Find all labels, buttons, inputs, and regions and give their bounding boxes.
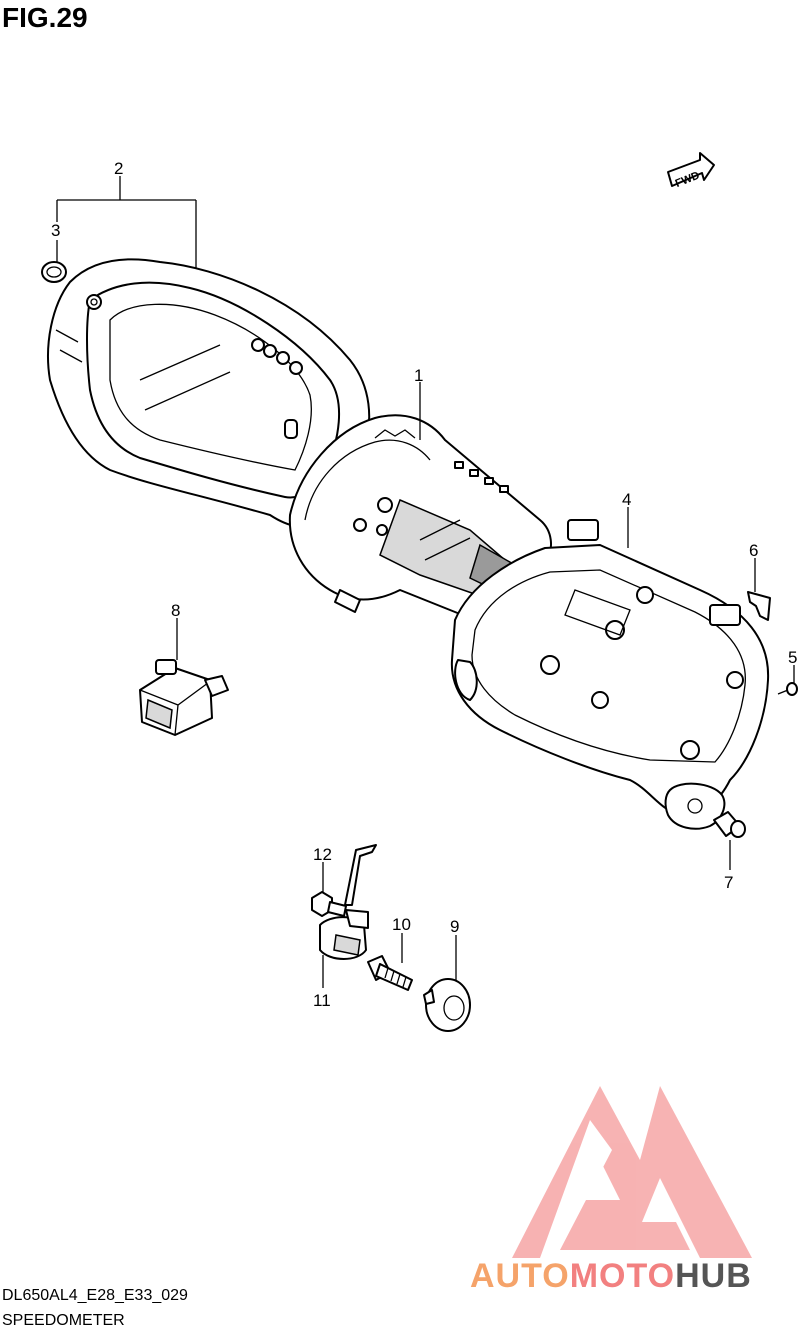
callout-5: 5	[788, 648, 797, 667]
part-12-bolt	[311, 891, 347, 917]
part-8-connector	[139, 659, 229, 736]
part-4-lower-case	[450, 519, 770, 830]
callout-3: 3	[51, 221, 60, 240]
callout-7: 7	[724, 873, 733, 892]
diagram-code: DL650AL4_E28_E33_029	[2, 1287, 188, 1304]
part-10-bolt	[367, 955, 413, 991]
callout-4: 4	[622, 490, 631, 509]
callout-11: 11	[313, 991, 331, 1010]
diagram-name: SPEEDOMETER	[2, 1312, 125, 1329]
callout-10: 10	[392, 915, 411, 934]
part-5-screw	[777, 682, 798, 696]
part-3-cap	[41, 261, 67, 283]
leader-lines	[56, 176, 795, 988]
figure-title: FIG.29	[2, 2, 88, 33]
callout-12: 12	[313, 845, 332, 864]
watermark-text: AUTOMOTOHUB	[470, 1257, 752, 1296]
watermark-moto: MOTO	[569, 1257, 676, 1295]
watermark-auto: AUTO	[470, 1257, 570, 1295]
callout-2: 2	[114, 159, 123, 178]
fwd-arrow-icon: FWD	[667, 152, 715, 190]
part-6-clip	[747, 591, 771, 621]
callout-8: 8	[171, 601, 180, 620]
callout-1: 1	[414, 366, 423, 385]
watermark-logo	[512, 1086, 752, 1258]
part-9-cushion	[423, 978, 471, 1032]
part-11-bracket	[319, 844, 377, 960]
callout-6: 6	[749, 541, 758, 560]
part-7-screw	[713, 811, 746, 838]
watermark-hub: HUB	[675, 1257, 752, 1295]
callout-9: 9	[450, 917, 459, 936]
